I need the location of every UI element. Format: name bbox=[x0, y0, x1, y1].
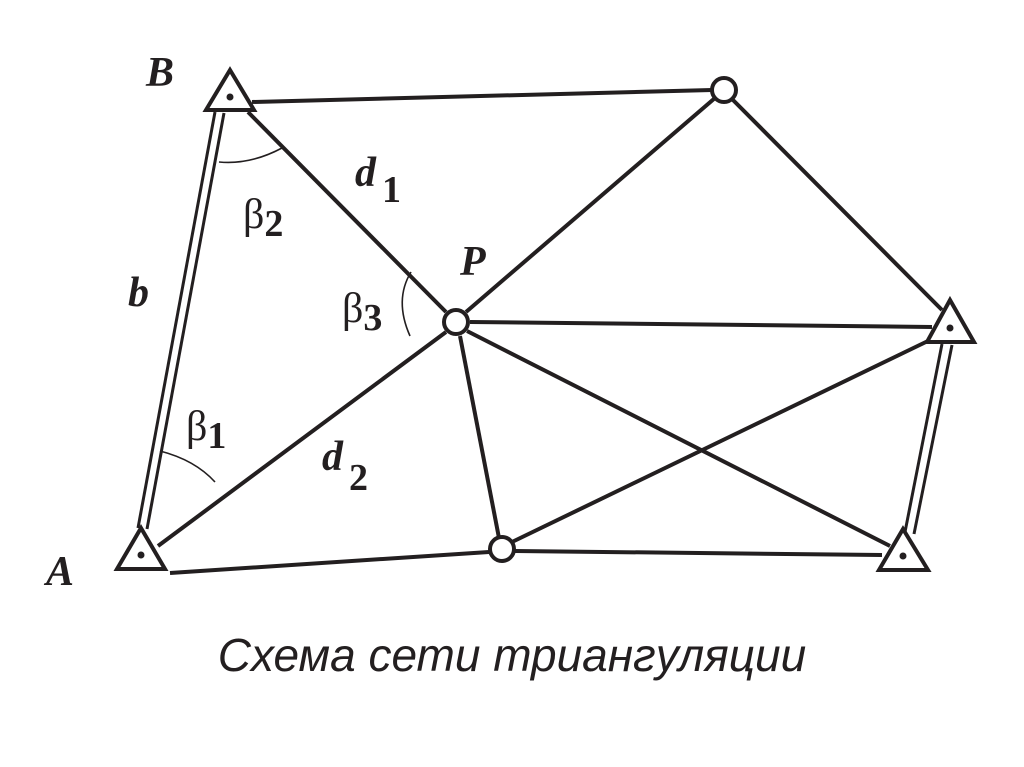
label-beta1-index: 1 bbox=[207, 415, 226, 457]
line-B-top bbox=[251, 88, 713, 104]
station-B-center-dot bbox=[226, 93, 234, 101]
label-b: b bbox=[128, 270, 149, 316]
diagram-caption: Схема сети триангуляции bbox=[217, 629, 807, 681]
line-P-right bbox=[469, 320, 933, 329]
label-beta2: β2 bbox=[243, 192, 283, 245]
line-A-bottom bbox=[169, 550, 490, 575]
station-A-center-dot bbox=[137, 551, 145, 559]
line-P-bottom bbox=[458, 335, 501, 539]
angle-arc-beta3 bbox=[401, 271, 412, 337]
label-beta2-symbol: β bbox=[243, 192, 264, 238]
label-beta1: β1 bbox=[186, 404, 226, 457]
label-beta1-symbol: β bbox=[186, 404, 207, 450]
label-B: B bbox=[145, 50, 174, 96]
baseline-AB bbox=[136, 111, 226, 530]
label-beta2-index: 2 bbox=[264, 203, 283, 245]
label-beta3-symbol: β bbox=[342, 286, 363, 332]
line-B-P-d1 bbox=[246, 110, 448, 314]
label-d2-index: 2 bbox=[349, 457, 368, 499]
label-beta3-index: 3 bbox=[363, 297, 382, 339]
station-B-triangle-icon bbox=[202, 66, 258, 112]
label-d2-symbol: d bbox=[322, 434, 344, 480]
line-A-P-d2 bbox=[156, 330, 448, 548]
point-top-circle-icon bbox=[710, 76, 738, 104]
line-bottom-bottomright bbox=[514, 549, 883, 557]
station-right-center-dot bbox=[946, 324, 954, 332]
point-bottom-circle-icon bbox=[488, 535, 516, 563]
line-P-bottomright bbox=[466, 329, 891, 548]
point-P-circle-icon bbox=[442, 308, 470, 336]
label-P: P bbox=[459, 239, 486, 285]
station-right-triangle-icon bbox=[923, 295, 978, 344]
station-bottomright-center-dot bbox=[899, 552, 907, 560]
angle-arc-beta2 bbox=[218, 147, 283, 164]
line-top-right bbox=[730, 97, 944, 312]
station-A-triangle-icon bbox=[113, 524, 169, 571]
angle-arc-beta1 bbox=[159, 450, 216, 483]
line-P-top bbox=[464, 96, 717, 314]
label-d1-index: 1 bbox=[382, 169, 401, 211]
station-bottomright-triangle-icon bbox=[875, 525, 932, 572]
line-bottom-right bbox=[511, 338, 931, 544]
label-beta3: β3 bbox=[342, 286, 382, 339]
baseline-right bbox=[903, 343, 954, 535]
label-A: A bbox=[43, 549, 74, 595]
label-d1-symbol: d bbox=[355, 150, 377, 196]
